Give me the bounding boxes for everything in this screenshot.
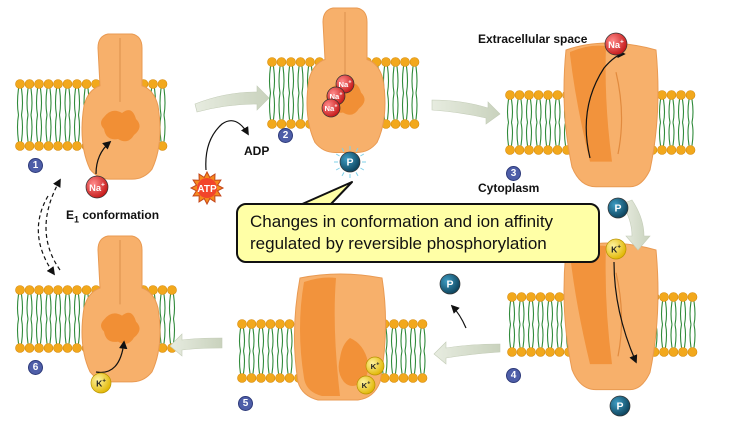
step-badge-3: 3 <box>506 166 521 181</box>
callout-line-1: Changes in conformation and ion affinity <box>250 212 554 231</box>
potassium-ion-step6-label: K+ <box>96 379 106 389</box>
phosphate-step3: P <box>607 197 629 219</box>
flow-arrow-5-to-6 <box>169 333 223 357</box>
step-badge-2: 2 <box>278 128 293 143</box>
sodium-ion-step1-label: Na+ <box>89 181 105 192</box>
arrow-k-release-6 <box>95 340 128 374</box>
dashed-cycle-arrow-down <box>37 195 55 276</box>
dashed-cycle-arrow-up <box>45 178 61 271</box>
arrow-na-entry-1 <box>95 140 112 175</box>
conformation-label: E1 conformation <box>66 208 159 224</box>
phosphate-step3-label: P <box>614 203 621 215</box>
phosphate-released-label: P <box>446 279 453 291</box>
pump-protein-4 <box>563 242 659 391</box>
conformation-e: E <box>66 208 75 222</box>
atp-label: ATP <box>197 184 217 195</box>
pump-protein-5 <box>293 273 387 401</box>
adp-label: ADP <box>244 144 270 158</box>
step-badge-6: 6 <box>28 360 43 375</box>
phosphate-glow <box>334 146 366 178</box>
arrow-k-entry-4 <box>613 261 638 364</box>
pump-protein-6 <box>81 235 161 383</box>
sodium-ion-step2-c: Na+ <box>321 98 341 118</box>
potassium-ion-step6: K+ <box>90 372 112 394</box>
callout-pointer <box>299 181 353 206</box>
potassium-ion-step5-b-label: K+ <box>362 381 371 391</box>
potassium-ion-step4-label: K+ <box>611 245 621 255</box>
phosphate-step2-label: P <box>346 157 353 169</box>
step-badge-5: 5 <box>238 396 253 411</box>
sodium-ion-step2-b-label: Na+ <box>330 92 343 102</box>
phosphate-step4: P <box>609 395 631 417</box>
flow-arrow-2-to-3 <box>431 99 501 125</box>
callout-line-2: regulated by reversible phosphorylation <box>250 234 547 253</box>
phosphorylation-callout: Changes in conformation and ion affinity… <box>236 203 600 263</box>
sodium-ion-step3-label: Na+ <box>608 38 624 49</box>
sodium-ion-step3: Na+ <box>604 32 628 56</box>
conformation-rest: conformation <box>79 208 160 222</box>
pump-protein-1 <box>81 33 161 180</box>
conformation-subscript: 1 <box>74 214 80 225</box>
potassium-ion-step5-a: K+ <box>365 356 385 376</box>
sodium-ion-step2-a-label: Na+ <box>339 80 352 90</box>
phosphate-step4-label: P <box>616 401 623 413</box>
potassium-ion-step4: K+ <box>605 238 627 260</box>
phosphate-released: P <box>439 273 461 295</box>
step-badge-4: 4 <box>506 368 521 383</box>
step-badge-1: 1 <box>28 158 43 173</box>
flow-arrow-1-to-2 <box>194 85 270 113</box>
sodium-ion-step1: Na+ <box>85 175 109 199</box>
cytoplasm-label: Cytoplasm <box>478 181 540 195</box>
potassium-ion-step5-a-label: K+ <box>371 362 380 372</box>
arrow-atp-to-adp <box>205 120 249 171</box>
extracellular-label: Extracellular space <box>478 32 588 46</box>
flow-arrow-4-to-5 <box>433 341 501 365</box>
pump-protein-3 <box>563 42 659 188</box>
phosphate-step2: P <box>339 151 361 173</box>
sodium-ion-step2-c-label: Na+ <box>325 104 338 114</box>
atp-burst: ATP <box>189 170 225 206</box>
arrow-phosphate-release <box>450 304 467 329</box>
potassium-ion-step5-b: K+ <box>356 375 376 395</box>
arrow-na-exit-3 <box>585 49 626 159</box>
